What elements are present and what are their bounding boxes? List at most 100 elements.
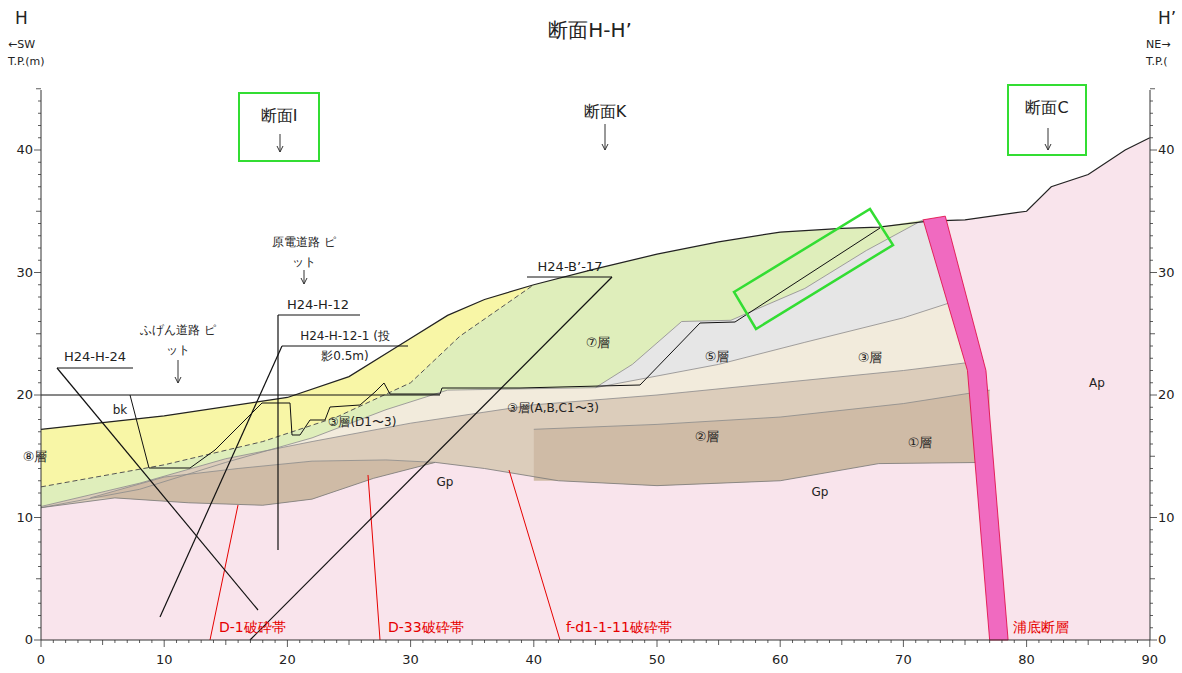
axis-tick	[176, 640, 177, 643]
rock-name: Gp	[437, 475, 454, 489]
axis-tick	[1150, 456, 1155, 457]
axis-number: 80	[1018, 652, 1035, 668]
boundary	[41, 361, 983, 507]
layer-name: ⑤層	[705, 349, 730, 365]
axis-tick	[38, 113, 41, 114]
axis-tick	[595, 640, 596, 645]
section-box: 断面C	[1007, 84, 1087, 156]
rock-name: Ap	[1089, 376, 1105, 390]
axis-tick	[36, 333, 41, 334]
axis-tick	[1038, 640, 1039, 643]
layer-name: ③層(A,B,C1〜3)	[507, 401, 599, 415]
fracture-name: D-33破砕帯	[388, 619, 464, 636]
axis-tick	[77, 640, 78, 643]
axis-tick	[915, 640, 916, 643]
axis-tick	[139, 640, 140, 643]
axis-tick	[1150, 431, 1153, 432]
leader-line	[57, 368, 133, 369]
axis-tick	[928, 640, 929, 643]
axis-tick	[38, 321, 41, 322]
axis-tick	[1150, 615, 1153, 616]
axis-tick	[1150, 468, 1153, 469]
axis-tick	[41, 640, 42, 647]
bedrock	[41, 138, 1150, 640]
arrow-line	[178, 360, 179, 383]
axis-tick	[1150, 309, 1153, 310]
axis-tick	[38, 223, 41, 224]
axis-tick	[38, 174, 41, 175]
axis-number: 20	[279, 652, 296, 668]
axis-tick	[38, 603, 41, 604]
rock-name: Gp	[812, 485, 829, 499]
axis-tick	[1150, 358, 1153, 359]
axis-tick	[213, 640, 214, 643]
arrow-line	[304, 270, 305, 284]
axis-tick	[1150, 235, 1153, 236]
axis-tick	[1063, 640, 1064, 643]
layer-name: ③層(D1〜3)	[328, 415, 397, 429]
arrow-head	[175, 377, 181, 383]
axis-tick	[1150, 88, 1155, 89]
axis-number: 10	[16, 510, 33, 526]
axis-tick	[1150, 529, 1153, 530]
axis-tick	[1150, 542, 1153, 543]
pit-label: 原電道路 ピット	[272, 232, 336, 272]
axis-tick	[817, 640, 818, 643]
axis-tick	[472, 640, 473, 645]
axis-tick	[38, 309, 41, 310]
axis-tick	[373, 640, 374, 643]
section-ref: 断面K	[584, 102, 627, 121]
axis-tick	[730, 640, 731, 643]
axis-tick	[410, 640, 411, 647]
axis-tick	[36, 578, 41, 579]
axis-tick	[669, 640, 670, 643]
borehole	[250, 277, 612, 640]
leader-line	[282, 346, 408, 347]
axis-tick	[1150, 248, 1153, 249]
axis-tick	[1150, 260, 1153, 261]
axis-tick	[127, 640, 128, 643]
axis-number: 40	[1158, 142, 1175, 158]
axis-tick	[275, 640, 276, 643]
axis-tick	[1150, 517, 1157, 518]
fault-zone	[923, 216, 1008, 640]
axis-tick	[435, 640, 436, 643]
axis-tick	[38, 505, 41, 506]
axis-tick	[225, 640, 226, 645]
axis-tick	[38, 480, 41, 481]
axis-tick	[644, 640, 645, 643]
axis-tick	[1150, 297, 1153, 298]
borehole	[160, 346, 282, 617]
axis-tick	[743, 640, 744, 643]
axis-tick	[102, 640, 103, 645]
axis-tick	[38, 444, 41, 445]
axis-tick	[188, 640, 189, 643]
axis-tick	[1150, 493, 1153, 494]
direction: NE→	[1146, 38, 1170, 51]
arrow-line	[1048, 128, 1049, 150]
axis-tick	[496, 640, 497, 643]
fracture-name: D-1破砕帯	[219, 619, 286, 636]
layer-name: ①層	[908, 435, 933, 451]
axis-tick	[1100, 640, 1101, 643]
axis-tick	[38, 284, 41, 285]
axis-tick	[1150, 333, 1155, 334]
axis-tick	[1149, 640, 1150, 647]
axis-number: 0	[1158, 632, 1166, 648]
axis-number: 50	[649, 652, 666, 668]
axis-tick	[1150, 370, 1153, 371]
borehole-name: H24-H-24	[64, 349, 126, 365]
axis-tick	[34, 150, 41, 151]
axis-tick	[1150, 395, 1157, 396]
layer-name: ⑧層	[23, 449, 48, 465]
axis-tick	[1150, 346, 1153, 347]
axis-tick	[38, 297, 41, 298]
axis-tick	[989, 640, 990, 643]
axis-tick	[164, 640, 165, 647]
axis-tick	[1150, 101, 1153, 102]
axis-tick	[38, 529, 41, 530]
axis-tick	[620, 640, 621, 643]
axis-tick	[1150, 113, 1153, 114]
axis-tick	[38, 407, 41, 408]
boundary	[90, 460, 435, 498]
